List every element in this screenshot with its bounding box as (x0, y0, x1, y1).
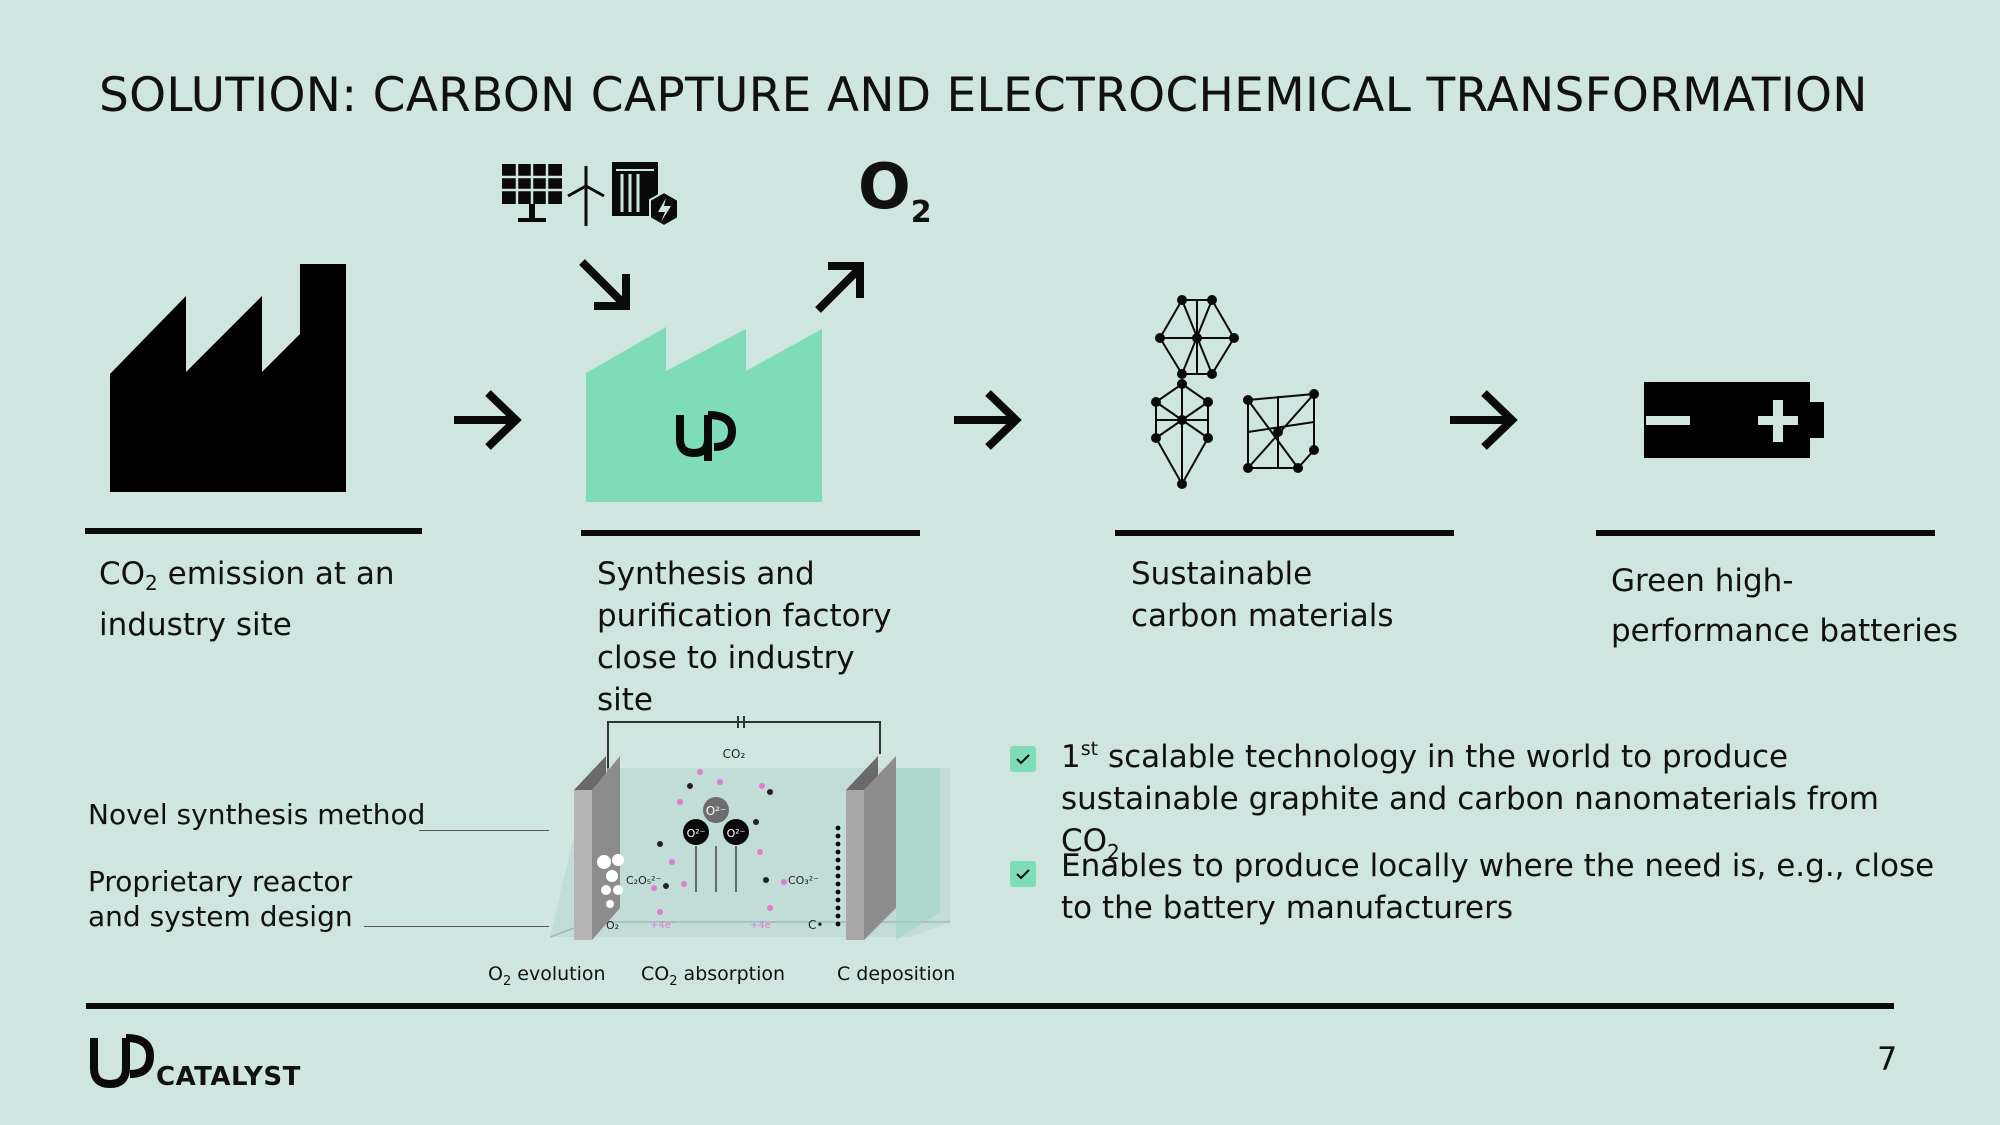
battery-icon (1644, 382, 1824, 458)
bullet-item: 1st scalable technology in the world to … (1061, 738, 1879, 864)
wind-turbine-icon (567, 166, 605, 226)
page-number: 7 (1877, 1040, 1898, 1078)
reactor-label-synthesis: Novel synthesis method (88, 798, 426, 831)
svg-text:O²⁻: O²⁻ (727, 827, 746, 840)
bullet-item: Enables to produce locally where the nee… (1061, 848, 1935, 926)
factory-icon (110, 264, 346, 492)
step-divider (1115, 530, 1454, 536)
step-label-emission: CO2 emission at an industry site (99, 556, 395, 643)
oxygen-symbol: O2 (858, 150, 932, 231)
check-icon (1010, 861, 1036, 887)
up-logo-icon (90, 1034, 154, 1089)
arrow-up-right-icon (815, 262, 864, 313)
svg-text:O²⁻: O²⁻ (706, 804, 727, 818)
svg-text:CO₂: CO₂ (723, 747, 746, 761)
caption-c-deposition: C deposition (837, 963, 956, 985)
carbon-structures-icon (1151, 295, 1319, 489)
slide-title: SOLUTION: CARBON CAPTURE AND ELECTROCHEM… (99, 68, 1868, 123)
caption-co2-absorption: CO2 absorption (641, 963, 786, 989)
solar-panel-icon (502, 164, 562, 222)
reactor-label-design: Proprietary reactor and system design (88, 865, 353, 933)
brand-logo: CATALYST (88, 1034, 301, 1092)
step-label-batteries: Green high-performance batteries (1611, 563, 1959, 649)
arrow-down-right-icon (579, 259, 630, 310)
brand-name: CATALYST (156, 1062, 301, 1092)
step-divider (1596, 530, 1935, 536)
svg-text:CO₃²⁻: CO₃²⁻ (788, 874, 819, 887)
svg-text:C₂O₅²⁻: C₂O₅²⁻ (626, 874, 662, 887)
electrochemical-reactor-diagram: O²⁻ O²⁻ O²⁻ CO₂ C₂O₅²⁻ CO₃²⁻ O₂ C• +4e⁻ … (550, 716, 950, 940)
leader-line (364, 926, 549, 927)
svg-text:+4e⁻: +4e⁻ (750, 920, 776, 931)
renewable-energy-icon (502, 162, 679, 228)
svg-text:C•: C• (808, 918, 823, 932)
caption-o2-evolution: O2 evolution (488, 963, 606, 989)
up-logo-icon (676, 411, 737, 461)
leader-line (419, 830, 549, 831)
arrow-right-icon (954, 390, 1022, 450)
hydro-power-icon (612, 162, 679, 228)
svg-text:O²⁻: O²⁻ (687, 827, 706, 840)
arrow-right-icon (1450, 390, 1518, 450)
up-catalyst-factory-icon (586, 327, 822, 502)
arrow-right-icon (454, 390, 522, 450)
step-label-materials: Sustainable carbon materials (1131, 556, 1394, 634)
step-divider (85, 528, 422, 534)
svg-text:+4e⁻: +4e⁻ (650, 920, 676, 931)
step-divider (581, 530, 920, 536)
footer-divider (86, 1003, 1894, 1009)
check-icon (1010, 746, 1036, 772)
svg-text:O₂: O₂ (606, 919, 619, 932)
step-label-factory: Synthesis and purification factory close… (597, 556, 892, 718)
